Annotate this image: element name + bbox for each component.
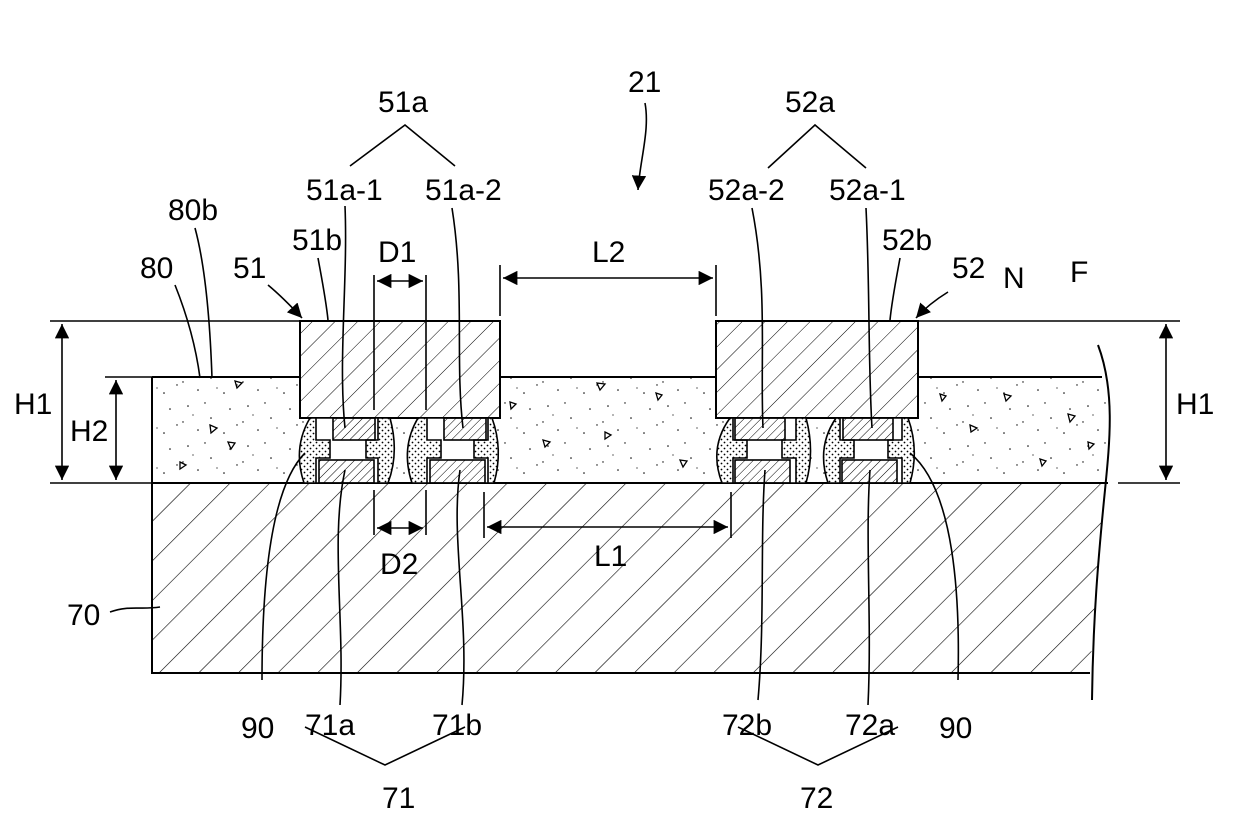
- label-90-left: 90: [241, 712, 274, 745]
- label-51: 51: [233, 252, 266, 285]
- label-52a: 52a: [785, 86, 835, 119]
- label-21: 21: [628, 66, 661, 99]
- label-f: F: [1070, 256, 1088, 289]
- label-51a: 51a: [378, 86, 428, 119]
- label-52: 52: [952, 252, 985, 285]
- label-h2: H2: [70, 415, 108, 448]
- label-51b: 51b: [292, 224, 342, 257]
- label-80: 80: [140, 252, 173, 285]
- label-52a-2: 52a-2: [708, 174, 785, 207]
- label-h1-left: H1: [14, 388, 52, 421]
- label-d1: D1: [378, 236, 416, 269]
- label-72: 72: [800, 782, 833, 815]
- label-72b: 72b: [722, 709, 772, 742]
- substrate: [152, 483, 1108, 673]
- label-51a-1: 51a-1: [306, 174, 383, 207]
- label-d2: D2: [380, 548, 418, 581]
- label-51a-2: 51a-2: [425, 174, 502, 207]
- label-n: N: [1003, 262, 1025, 295]
- label-71a: 71a: [305, 709, 355, 742]
- label-72a: 72a: [845, 709, 895, 742]
- label-l1: L1: [594, 540, 627, 573]
- label-52b: 52b: [882, 224, 932, 257]
- label-h1-right: H1: [1176, 388, 1214, 421]
- label-70: 70: [67, 599, 100, 632]
- label-90-right: 90: [939, 712, 972, 745]
- label-71b: 71b: [432, 709, 482, 742]
- label-80b: 80b: [168, 194, 218, 227]
- underfill-layer: [152, 377, 1109, 483]
- label-71: 71: [382, 782, 415, 815]
- label-52a-1: 52a-1: [829, 174, 906, 207]
- label-l2: L2: [592, 236, 625, 269]
